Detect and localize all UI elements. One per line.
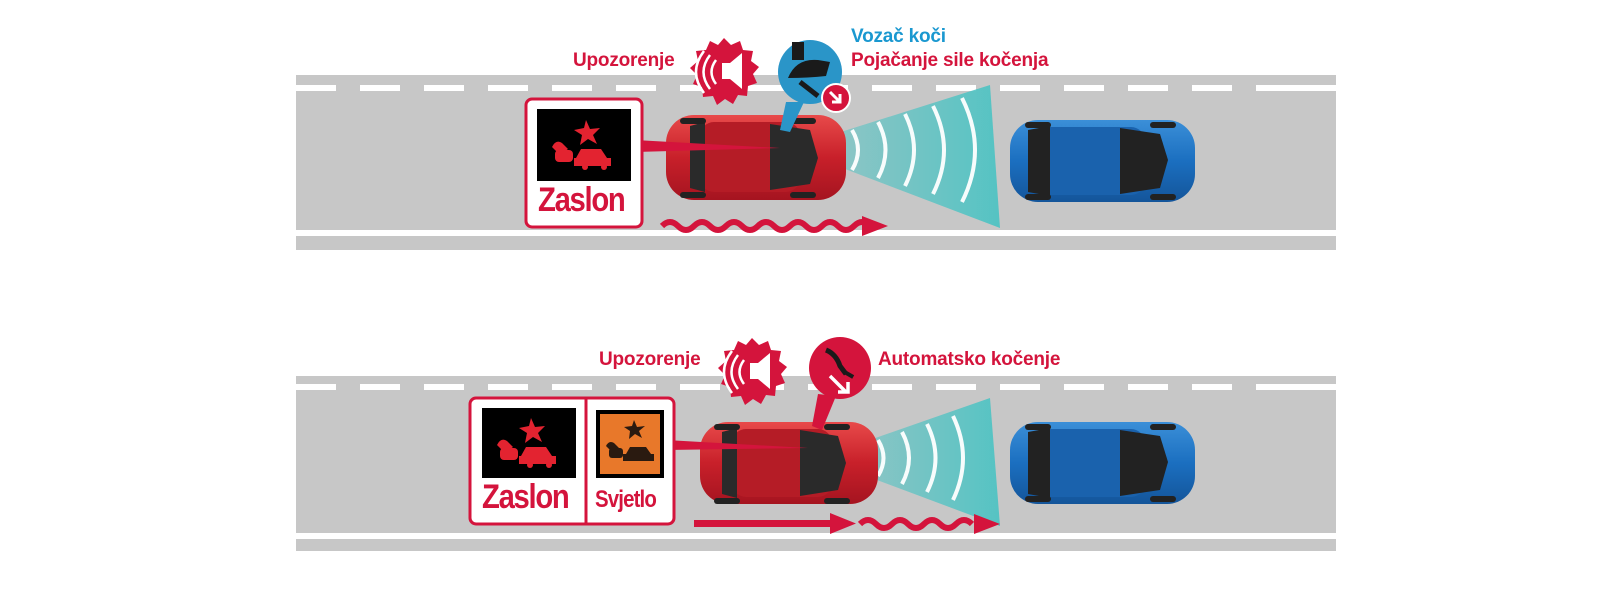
lead-car-top xyxy=(1010,120,1195,202)
collision-warning-light-icon xyxy=(606,420,654,461)
own-car-top xyxy=(666,115,846,200)
display-leader-top xyxy=(634,140,780,152)
own-car-bottom xyxy=(700,422,878,504)
lead-car-bottom xyxy=(1010,422,1195,504)
warning-label-bottom: Upozorenje xyxy=(599,349,701,370)
road-illustration-top xyxy=(296,38,1336,250)
road-illustration-bottom xyxy=(296,337,1336,551)
warning-label-top: Upozorenje xyxy=(573,50,675,71)
driver-brakes-label: Vozač koči xyxy=(851,26,946,47)
decelerate-wavy-arrow-bottom xyxy=(857,514,1000,534)
collision-warning-icon xyxy=(552,120,611,170)
brake-assist-label: Pojačanje sile kočenja xyxy=(851,50,1049,71)
speaker-warning-icon xyxy=(718,338,787,405)
collision-warning-icon xyxy=(497,418,556,468)
lane-dashes-bottom xyxy=(296,384,1336,390)
display-box-bottom xyxy=(468,396,676,526)
speaker-warning-icon xyxy=(690,38,759,105)
auto-brake-pedal-icon xyxy=(809,337,871,430)
display-label-top: Zaslon xyxy=(538,181,626,219)
display-label-bottom: Zaslon xyxy=(482,478,570,516)
display-leader-bottom xyxy=(666,440,808,450)
road-top-stripe xyxy=(296,230,1336,236)
straight-arrow-bottom xyxy=(694,513,856,534)
decelerate-wavy-arrow-top xyxy=(659,216,888,236)
brake-pedal-press-icon xyxy=(778,40,851,132)
display-box-top xyxy=(524,97,644,229)
road-bottom-stripe xyxy=(296,533,1336,539)
auto-brake-label: Automatsko kočenje xyxy=(878,349,1061,370)
light-label-bottom: Svjetlo xyxy=(595,486,657,513)
scene-auto-brake: Upozorenje Automatsko kočenje Zaslon Svj… xyxy=(0,300,1600,612)
scene-brake-assist: Upozorenje Vozač koči Pojačanje sile koč… xyxy=(0,0,1600,300)
